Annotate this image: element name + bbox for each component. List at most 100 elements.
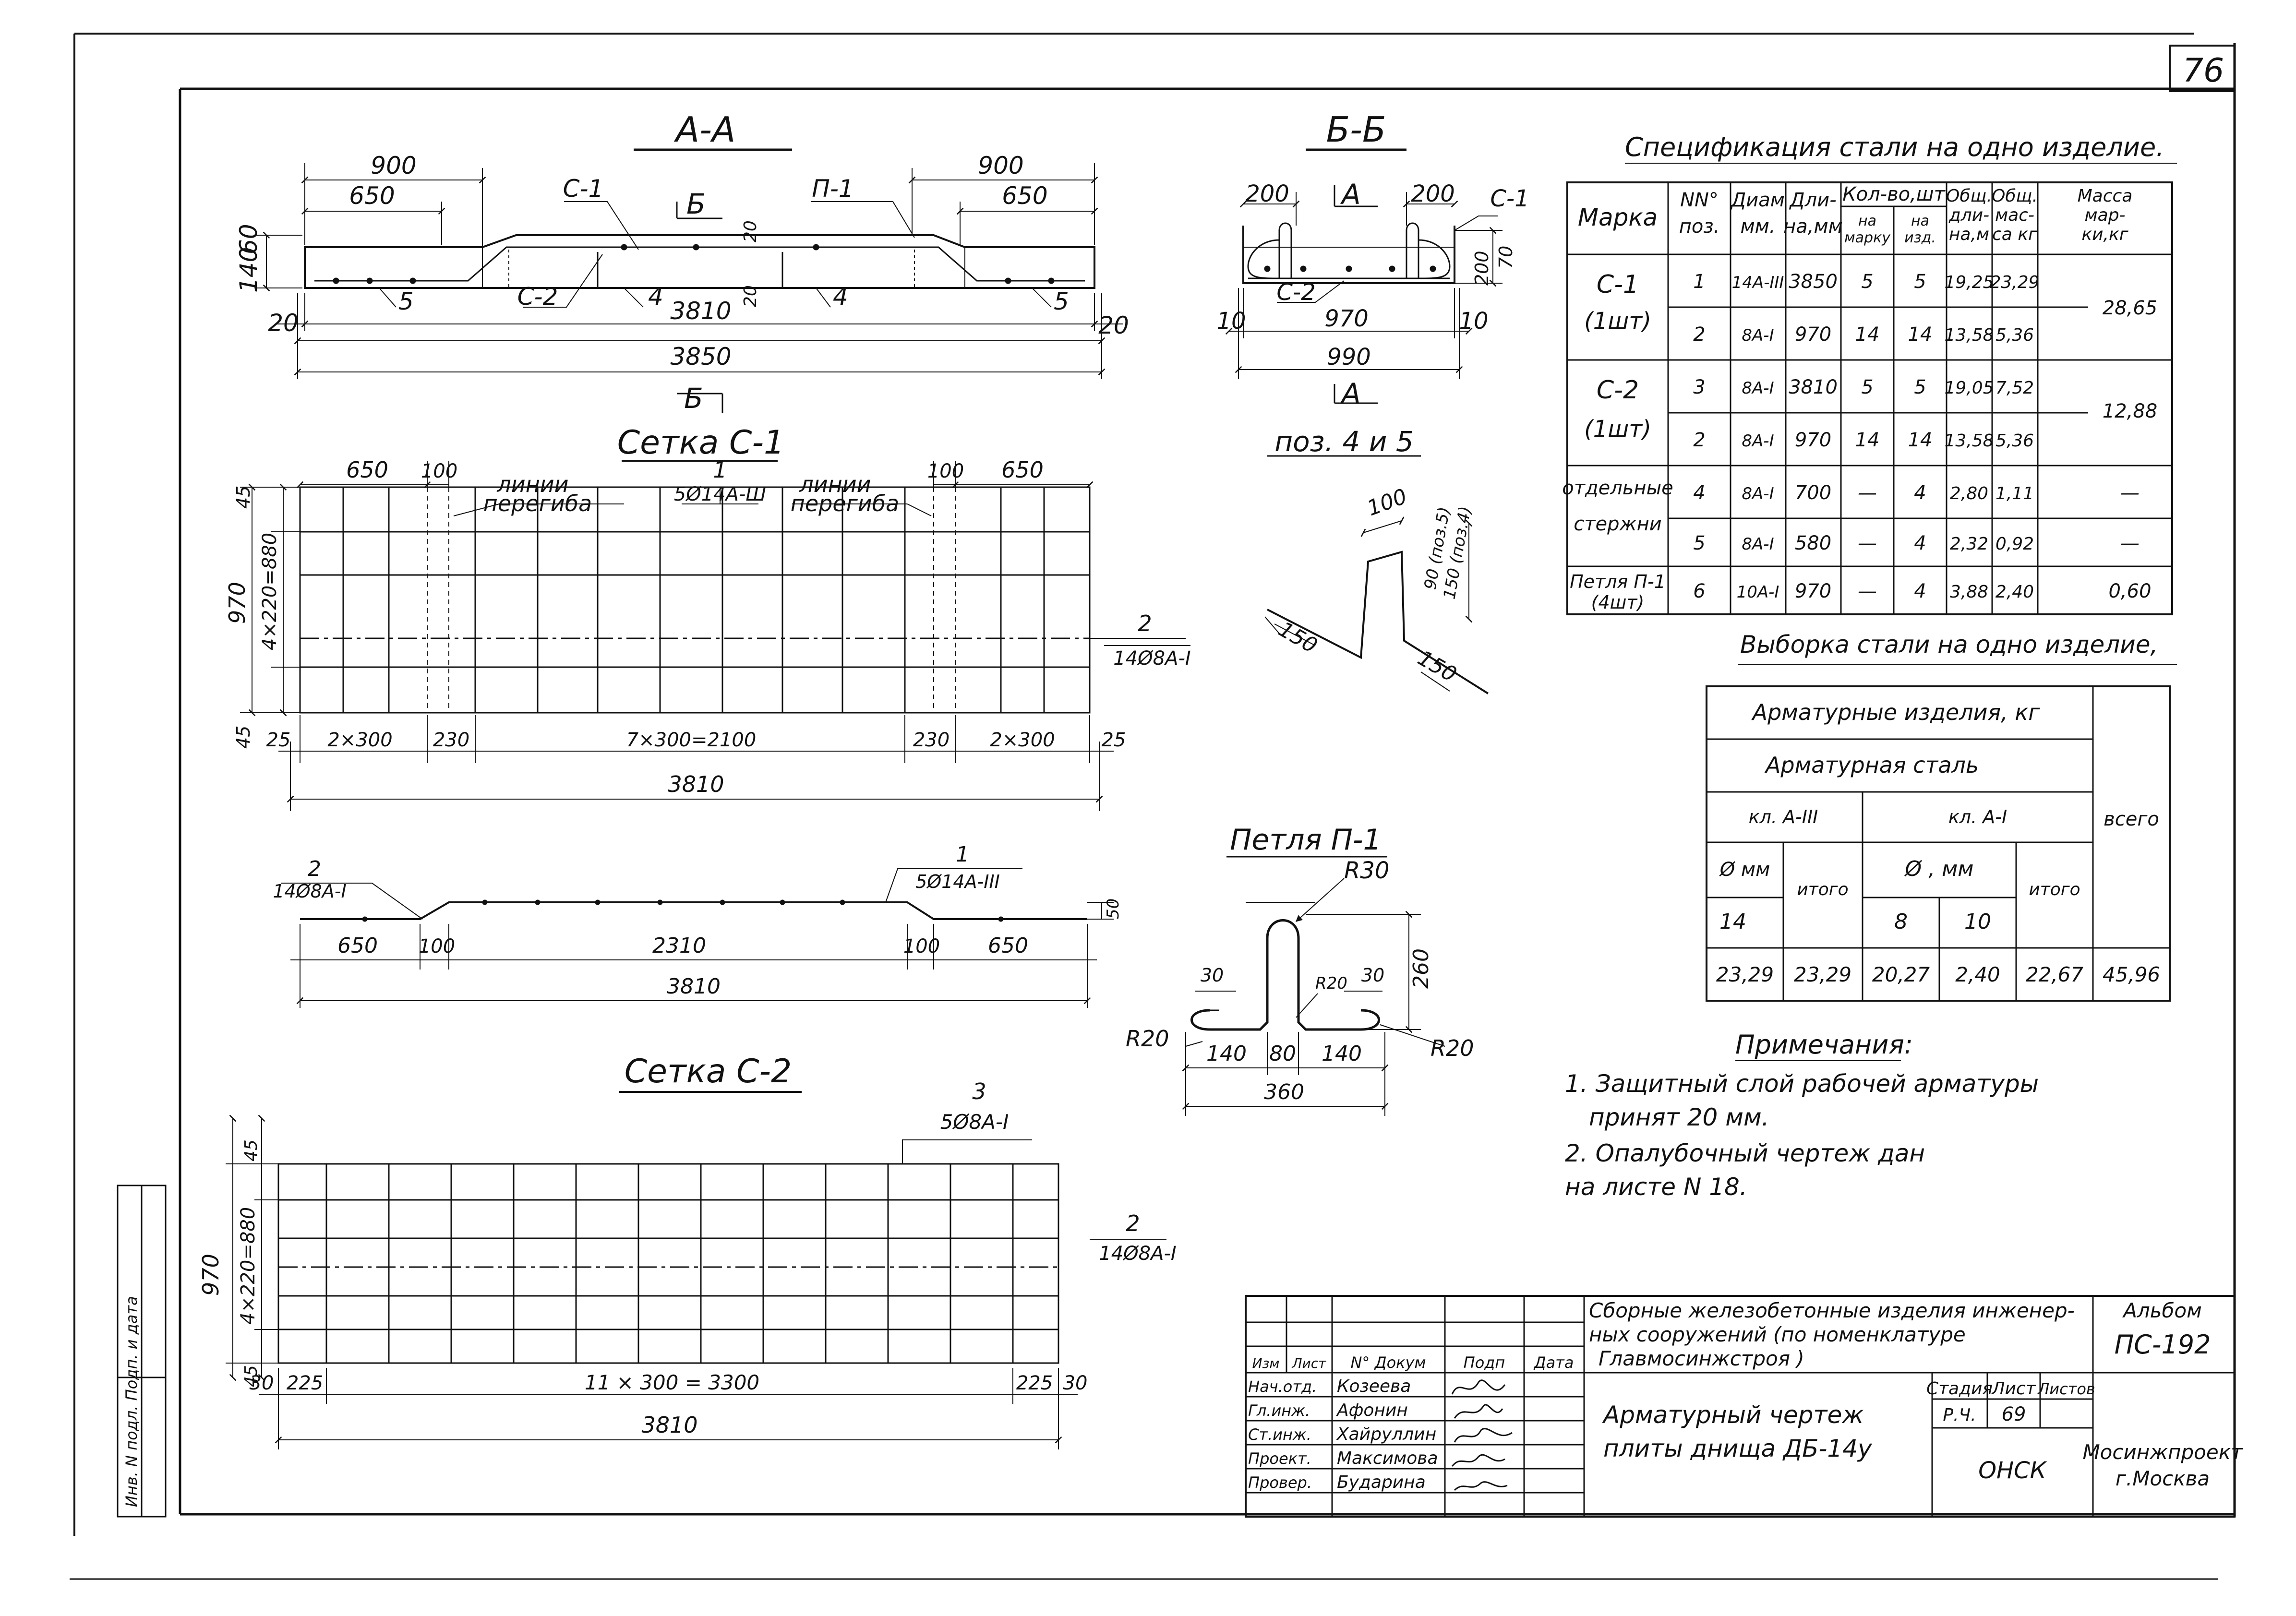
- dim-label: 100: [421, 460, 457, 482]
- spec-cell: 13,58: [1944, 325, 1994, 345]
- spec-group-mark: Петля П-1: [1570, 571, 1666, 592]
- sel-h-cl3: кл. А-III: [1749, 806, 1818, 827]
- spec-cell: 3810: [1789, 376, 1838, 398]
- sel-d10: 10: [1964, 910, 1991, 934]
- spec-h-tmass: са кг: [1992, 225, 2038, 244]
- sel-h-diam: Ø , мм: [1904, 857, 1974, 881]
- mesh-c2: [226, 1091, 1166, 1449]
- spec-cell: 19,25: [1944, 273, 1994, 292]
- spec-h-qty-item: изд.: [1904, 229, 1936, 246]
- spec-h-mmass: ки,кг: [2081, 225, 2128, 244]
- spec-cell: 970: [1795, 429, 1831, 451]
- spec-cell: 3: [1693, 376, 1705, 398]
- loop-p1-title: Петля П-1: [1230, 823, 1381, 857]
- spec-h-marka: Марка: [1578, 203, 1658, 231]
- section-bb: [1225, 148, 1503, 404]
- spec-h-tlen: Общ.: [1946, 186, 1992, 206]
- spec-cell: 970: [1795, 580, 1831, 602]
- callout-bars: 5Ø14А-III: [915, 871, 1000, 892]
- spec-h-diam: Диам: [1730, 189, 1785, 211]
- mesh-c1-title: Сетка С-1: [617, 424, 785, 462]
- signatures: [1451, 1379, 1513, 1491]
- pos-label: 4: [833, 283, 848, 311]
- spec-table-grid: [1566, 181, 2173, 615]
- spec-cell: 19,05: [1944, 378, 1994, 398]
- pos45-title: поз. 4 и 5: [1274, 425, 1414, 458]
- dim-label: 11 × 300 = 3300: [585, 1371, 759, 1394]
- sel-h-diam: Ø мм: [1719, 859, 1770, 881]
- side-stamp-text: Инв. N подл. Подп. и дата: [122, 1296, 141, 1507]
- dim-label: 4×220=880: [237, 1207, 259, 1325]
- callout-c2: С-2: [1276, 279, 1315, 306]
- tb-name: Козеева: [1337, 1377, 1411, 1396]
- spec-h-qty-item: на: [1911, 213, 1929, 229]
- spec-h-pos: NN°: [1680, 189, 1719, 211]
- dim-label: 990: [1327, 344, 1371, 371]
- spec-cell: —: [2120, 532, 2140, 554]
- dim-label: 650: [1002, 182, 1047, 210]
- dim-label: 230: [913, 729, 950, 751]
- tb-header: Лист: [1991, 1379, 2036, 1399]
- dim-label: 260: [1409, 948, 1433, 989]
- spec-cell: 14: [1855, 323, 1880, 346]
- dim-label: 10: [1459, 308, 1488, 335]
- spec-group-mark: (1шт): [1584, 416, 1651, 443]
- dim-label: 100: [1364, 484, 1410, 521]
- dim-label: 7×300=2100: [626, 729, 757, 751]
- tb-header: Дата: [1533, 1353, 1574, 1372]
- tb-header: Лист: [1292, 1355, 1327, 1371]
- spec-title: Спецификация стали на одно изделие.: [1625, 132, 2164, 162]
- sel-d14: 14: [1719, 910, 1746, 934]
- callout-num: 1: [713, 457, 727, 483]
- spec-h-qty: Кол-во,шт: [1842, 183, 1946, 205]
- dim-label: 150: [1274, 617, 1322, 658]
- tb-org: Мосинжпроект: [2082, 1440, 2243, 1464]
- spec-cell: 4: [1914, 482, 1926, 504]
- sel-h-itogo: итого: [1797, 880, 1848, 899]
- dim-label: 3810: [667, 974, 721, 999]
- tb-name: Афонин: [1336, 1401, 1408, 1420]
- dim-label: 20: [741, 285, 760, 307]
- dim-label: 360: [1264, 1080, 1304, 1104]
- sel-value: 2,40: [1955, 963, 2000, 986]
- spec-cell: 5: [1693, 532, 1705, 554]
- spec-cell: 2,40: [1995, 582, 2034, 602]
- bend-profile-labels: 2 14Ø8А-I 1 5Ø14А-III 650 100 2310 100 6…: [273, 842, 1123, 999]
- section-bb-title: Б-Б: [1326, 109, 1386, 150]
- spec-cell: 6: [1693, 580, 1705, 602]
- spec-cell: 580: [1795, 532, 1831, 554]
- spec-group-mark: стержни: [1574, 513, 1661, 535]
- callout-num: 2: [1138, 610, 1152, 636]
- dim-label: 45: [233, 726, 254, 749]
- spec-cell: 2: [1693, 429, 1705, 451]
- spec-cell: 1,11: [1995, 484, 2034, 503]
- sel-h-total: всего: [2104, 808, 2159, 830]
- dim-label: 2×300: [327, 729, 392, 751]
- dim-label: 45: [233, 486, 254, 509]
- side-stamp: [117, 1185, 167, 1518]
- dim-label: 4×220=880: [259, 533, 281, 650]
- org-title: Сборные железобетонные изделия инженер-: [1589, 1299, 2075, 1322]
- spec-group-mark: отдельные: [1562, 477, 1673, 499]
- bend-lines-label: перегиба: [483, 491, 592, 516]
- tb-header: Стадия: [1926, 1379, 1993, 1399]
- sel-h-itogo: итого: [2029, 880, 2080, 899]
- spec-h-diam: мм.: [1740, 215, 1775, 238]
- dim-label: 100: [903, 935, 940, 958]
- spec-h-mmass: Масса: [2078, 186, 2133, 206]
- spec-group-mass: 28,65: [2103, 297, 2158, 319]
- spec-cell: 4: [1914, 580, 1926, 602]
- spec-cell: 14: [1908, 323, 1933, 346]
- spec-cell: 8А-I: [1742, 326, 1774, 345]
- spec-cell: 14А-III: [1732, 273, 1784, 292]
- callout-bars: 14Ø8А-I: [273, 881, 346, 902]
- sheet-frame: [70, 33, 2236, 1580]
- dim-label: 10: [1216, 308, 1246, 335]
- section-aa: [254, 148, 1123, 413]
- dim-label: 100: [927, 460, 964, 482]
- spec-cell: 5: [1861, 271, 1873, 293]
- tb-role: Гл.инж.: [1248, 1401, 1310, 1420]
- dim-label: R30: [1344, 857, 1389, 884]
- dim-label: 60: [235, 224, 263, 254]
- spec-h-tmass: мас-: [1995, 205, 2034, 225]
